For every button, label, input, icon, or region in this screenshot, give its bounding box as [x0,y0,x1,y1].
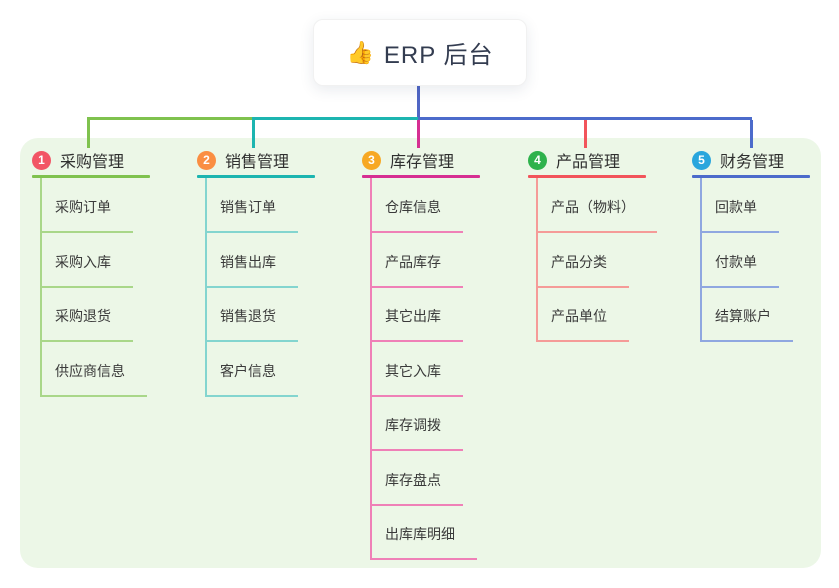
branch-underline [32,175,150,178]
sub-item-node[interactable]: 采购入库 [40,253,133,288]
branch-drop-line [87,120,90,148]
branch-underline [362,175,480,178]
branch-drop-line [252,120,255,148]
branch-number-badge: 4 [528,150,547,170]
branch-trunk-line [700,176,702,342]
branch-trunk-line [370,176,372,560]
sub-item-node[interactable]: 产品（物料） [536,198,657,233]
root-title: ERP 后台 [383,42,494,69]
sub-item-node[interactable]: 供应商信息 [40,362,147,397]
sub-item-node[interactable]: 其它出库 [370,307,463,342]
branch-title: 产品管理 [556,154,621,171]
branch-number-badge: 3 [362,150,381,170]
branch-drop-line [584,120,587,148]
sub-item-node[interactable]: 销售出库 [205,253,298,288]
connector-horizontal-mid [252,117,418,120]
branch-trunk-line [536,176,538,342]
branch-number-badge: 5 [692,150,711,170]
sub-item-node[interactable]: 客户信息 [205,362,298,397]
branch-title: 财务管理 [720,154,785,171]
sub-item-node[interactable]: 采购订单 [40,198,133,233]
sub-item-node[interactable]: 销售订单 [205,198,298,233]
branch-title: 采购管理 [60,154,125,171]
sub-item-node[interactable]: 回款单 [700,198,779,233]
sub-item-node[interactable]: 出库库明细 [370,525,477,560]
branch-number-badge: 1 [32,150,51,170]
sub-item-node[interactable]: 产品库存 [370,253,463,288]
sub-item-node[interactable]: 采购退货 [40,307,133,342]
connector-horizontal-left [87,117,253,120]
branch-drop-line [750,120,753,148]
branch-number-badge: 2 [197,150,216,170]
root-node[interactable]: 👍 ERP 后台 [313,19,527,86]
branch-underline [528,175,646,178]
branch-title: 库存管理 [390,154,455,171]
branch-node[interactable]: 3 库存管理 [362,147,454,173]
branches-panel [20,138,821,568]
sub-item-node[interactable]: 库存调拨 [370,416,463,451]
sub-item-node[interactable]: 其它入库 [370,362,463,397]
sub-item-node[interactable]: 产品分类 [536,253,629,288]
sub-item-node[interactable]: 产品单位 [536,307,629,342]
branch-node[interactable]: 5 财务管理 [692,147,784,173]
sub-item-node[interactable]: 库存盘点 [370,471,463,506]
branch-node[interactable]: 1 采购管理 [32,147,124,173]
sub-item-node[interactable]: 仓库信息 [370,198,463,233]
sub-item-node[interactable]: 付款单 [700,253,779,288]
branch-underline [692,175,810,178]
branch-drop-line [417,120,420,148]
branch-underline [197,175,315,178]
branch-node[interactable]: 2 销售管理 [197,147,289,173]
branch-title: 销售管理 [225,154,290,171]
root-connector-line [417,84,420,119]
sub-item-node[interactable]: 销售退货 [205,307,298,342]
thumbs-up-icon: 👍 [346,39,374,65]
connector-horizontal-right [418,117,752,120]
sub-item-node[interactable]: 结算账户 [700,307,793,342]
branch-node[interactable]: 4 产品管理 [528,147,620,173]
